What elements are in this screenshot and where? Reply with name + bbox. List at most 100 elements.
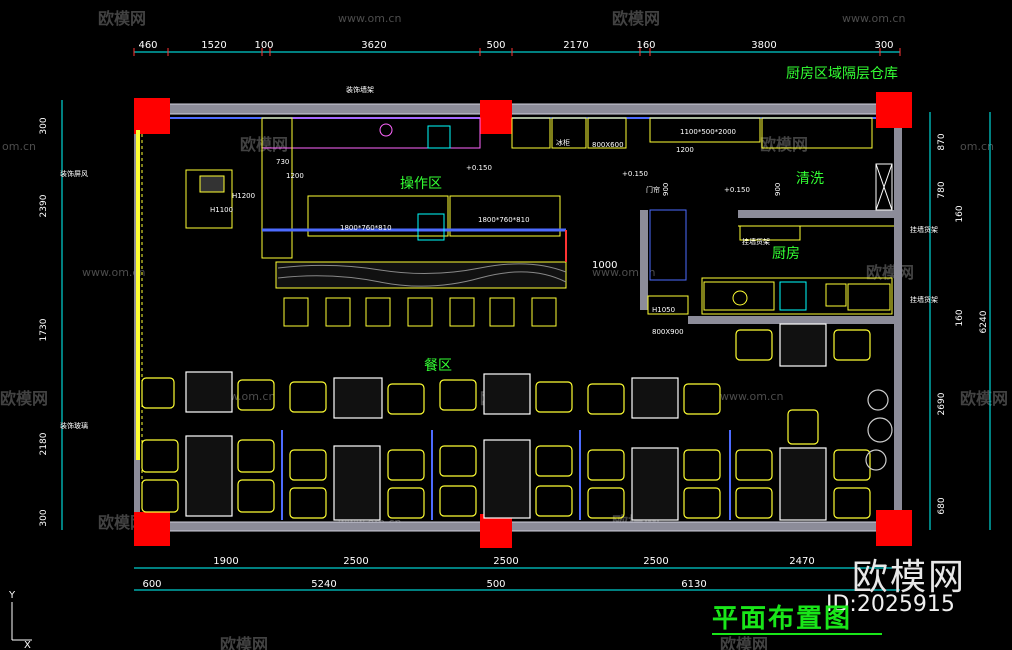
dim-bottom-outer-1: 5240	[311, 579, 336, 590]
elevation-label: +0.150	[622, 170, 648, 178]
dim-top-5: 2170	[563, 40, 588, 51]
dim-left-4: 300	[39, 509, 49, 526]
dimension-left-labels: 300 2390 1730 2180 300	[39, 117, 49, 526]
dim-left-3: 2180	[39, 432, 49, 455]
counter-size-label: 1800*760*810	[340, 224, 392, 232]
height-label: H1200	[232, 192, 255, 200]
dim-bottom-outer-2: 500	[486, 579, 505, 590]
bar-stools	[283, 297, 557, 327]
watermark-brand: 欧模网	[612, 9, 660, 28]
shelf-size-label: 1100*500*2000	[680, 128, 736, 136]
column	[876, 92, 912, 128]
fridge-label: 冰柜	[556, 138, 570, 147]
column	[480, 100, 512, 134]
dim-misc-label: 1200	[286, 172, 304, 180]
dim-bottom-outer-3: 6130	[681, 579, 706, 590]
ucs-x-label: X	[24, 640, 31, 648]
dim-misc-label: 730	[276, 158, 289, 166]
watermark-url: www.om.cn	[338, 12, 401, 25]
zone-kitchen-storage: 厨房区域隔层仓库	[786, 66, 898, 82]
plan-title: 平面布置图	[712, 604, 853, 634]
dining-area	[141, 323, 893, 521]
dim-misc-label: 1200	[676, 146, 694, 154]
dim-top-4: 500	[486, 40, 505, 51]
note-label: 装饰玻璃	[60, 421, 88, 430]
dim-bottom-inner-3: 2500	[643, 556, 668, 567]
dim-bottom-inner-0: 1900	[213, 556, 238, 567]
zone-kitchen: 厨房	[772, 246, 800, 262]
dimension-top-labels: 460 1520 100 3620 500 2170 160 3800 300	[138, 40, 893, 51]
watermark-url: www.om.cn	[842, 12, 905, 25]
dim-right-inner-4: 2690	[937, 392, 947, 415]
table-size-label: 800X600	[592, 141, 624, 149]
elevation-label: +0.150	[466, 164, 492, 172]
dim-bottom-inner-4: 2470	[789, 556, 814, 567]
watermark-brand: 欧模网	[98, 9, 146, 28]
watermark-url: om.cn	[2, 140, 36, 153]
column	[134, 512, 170, 546]
note-label: 挂墙货架	[910, 225, 938, 234]
watermark-brand: 欧模网	[760, 135, 808, 154]
door-width-label: 1000	[592, 260, 617, 271]
column	[480, 514, 512, 548]
dim-top-7: 3800	[751, 40, 776, 51]
watermark-url: www.om.cn	[82, 266, 145, 279]
dim-misc-label: 900	[662, 183, 670, 196]
watermark-url: www.om.cn	[720, 390, 783, 403]
dim-bottom-inner-1: 2500	[343, 556, 368, 567]
dimension-bottom-labels: 1900 2500 2500 2500 2470 600 5240 500 61…	[142, 556, 814, 590]
dim-top-3: 3620	[361, 40, 386, 51]
watermark-brand: 欧模网	[240, 135, 288, 154]
note-label: 800X900	[652, 328, 684, 336]
brand-logo-text: 欧模网	[852, 557, 967, 598]
dim-top-8: 300	[874, 40, 893, 51]
structural-columns	[134, 92, 912, 548]
dim-top-0: 460	[138, 40, 157, 51]
zone-operation: 操作区	[400, 176, 442, 192]
kitchen-area	[647, 117, 893, 315]
dim-top-2: 100	[254, 40, 273, 51]
operation-labels: 1800*760*810 1800*760*810 冰柜 800X600 H11…	[60, 85, 750, 430]
operation-area	[136, 117, 627, 460]
dim-top-6: 160	[636, 40, 655, 51]
note-label: 装饰墙架	[346, 85, 374, 94]
ucs-y-label: Y	[8, 590, 16, 601]
dim-top-1: 1520	[201, 40, 226, 51]
column	[876, 510, 912, 546]
dimension-ticks	[133, 48, 901, 56]
height-label: H1050	[652, 306, 675, 314]
dim-right-inner-2: 160	[955, 205, 965, 222]
title-underline	[712, 633, 882, 635]
kitchen-labels: 1100*500*2000 1200 挂墙货架 挂墙货架 挂墙货架 H1050 …	[232, 66, 938, 336]
dim-misc-label: 900	[774, 183, 782, 196]
note-label: 装饰屏风	[60, 169, 88, 178]
note-label: 挂墙货架	[742, 237, 770, 246]
dim-right-inner-1: 780	[937, 181, 947, 198]
elevation-label: +0.150	[724, 186, 750, 194]
watermark-url: www.om.cn	[592, 266, 655, 279]
zone-dining: 餐区	[424, 358, 452, 374]
model-id: ID:2025915	[826, 592, 955, 617]
watermark-brand: 欧模网	[960, 389, 1008, 408]
dim-right-inner-0: 870	[937, 133, 947, 150]
ucs-axis-icon: Y X	[8, 590, 32, 648]
dim-right-inner-5: 680	[937, 497, 947, 514]
dim-left-2: 1730	[39, 318, 49, 341]
zone-washing: 清洗	[796, 171, 824, 187]
watermark-brand: 欧模网	[0, 389, 48, 408]
watermark-url: om.cn	[960, 140, 994, 153]
watermark-brand: 欧模网	[720, 635, 768, 650]
counter-size-label: 1800*760*810	[478, 216, 530, 224]
watermark-brand: 欧模网	[220, 635, 268, 650]
dim-right-inner-3: 160	[955, 309, 965, 326]
dim-right-outer-0: 6240	[979, 310, 989, 333]
note-label: 门帘	[646, 185, 660, 194]
dim-left-1: 2390	[39, 194, 49, 217]
dim-bottom-outer-0: 600	[142, 579, 161, 590]
watermark-brand: 欧模网	[866, 263, 914, 282]
dim-left-0: 300	[39, 117, 49, 134]
column	[134, 98, 170, 134]
note-label: 挂墙货架	[910, 295, 938, 304]
dimension-right-labels: 870 780 160 160 2690 680 6240	[937, 133, 989, 514]
